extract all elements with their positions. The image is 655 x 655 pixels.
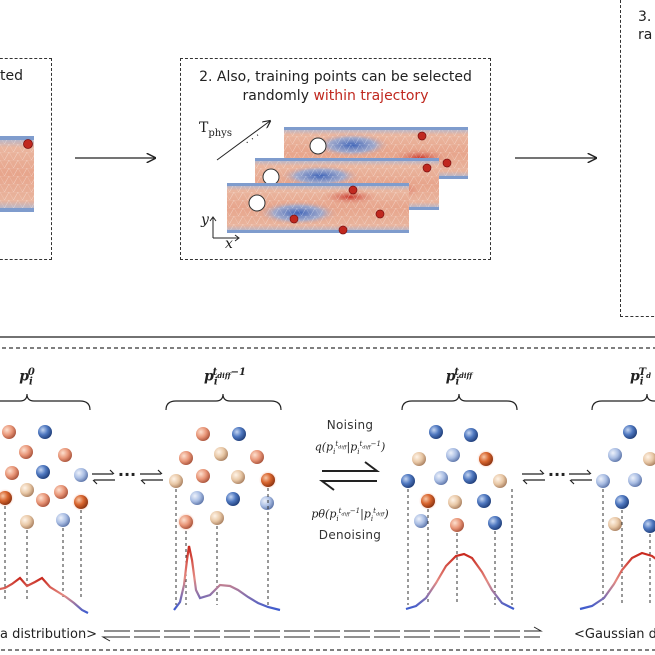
sample-lines <box>4 488 651 605</box>
chain-arrows <box>92 469 592 485</box>
axes-icon <box>209 216 240 242</box>
ball-group-pT <box>596 425 655 533</box>
chain-dots-left: ⋅⋅⋅ <box>117 465 137 484</box>
ball-group-pt <box>401 425 507 532</box>
label-ptminus: pitdiff−1 <box>204 367 246 388</box>
step2-caption-line2: randomly within trajectory <box>180 87 491 106</box>
noising-label: Noising <box>326 418 374 432</box>
step2-caption-plain: randomly <box>242 88 314 104</box>
curve-pT <box>579 551 655 611</box>
curve-p0 <box>0 576 89 614</box>
step1-box <box>0 58 52 260</box>
step1-flow-strip <box>0 136 34 212</box>
step1-caption-tail: ted <box>0 68 23 84</box>
denoising-label: Denoising <box>318 528 382 542</box>
axis-y-label: y <box>201 212 209 228</box>
label-pt: pitdiff <box>445 367 473 388</box>
label-p0: pi0 <box>19 367 35 388</box>
braces <box>0 393 655 411</box>
diffusion-box <box>0 347 655 651</box>
ball-group-p0 <box>0 425 90 529</box>
brace-ptminus <box>165 393 282 411</box>
q-expression: q(pitdiff|pitdiff−1) <box>314 440 386 456</box>
brace-p0 <box>0 393 91 411</box>
chain-dots-right: ⋅⋅⋅ <box>547 465 567 484</box>
bottom-double-arrow <box>101 626 543 642</box>
curve-ptminus <box>173 545 281 612</box>
data-distribution-caption: a distribution> <box>0 627 98 642</box>
step3-box <box>620 0 655 317</box>
ptheta-expression: pθ(pitdiff−1|pitdiff) <box>311 507 389 523</box>
brace-pT <box>591 393 655 411</box>
step2-box <box>180 58 491 260</box>
ball-group-ptminus <box>169 427 277 531</box>
noising-denoising-harpoon <box>319 461 380 491</box>
tphys-label: Tphys <box>199 120 232 139</box>
brace-pt <box>401 393 518 411</box>
trajectory-frame-front <box>227 183 409 235</box>
step2-caption-line1: 2. Also, training points can be selected <box>199 69 472 85</box>
step3-caption-line2: ra <box>638 27 653 43</box>
step2-caption-highlight: within trajectory <box>313 88 429 104</box>
tphys-arrow <box>216 121 270 161</box>
step3-caption-line1: 3. <box>638 9 652 25</box>
label-pT: piTd <box>630 367 651 388</box>
gaussian-distribution-caption: <Gaussian dis <box>574 627 655 642</box>
curve-pt <box>405 552 515 611</box>
axis-x-label: x <box>225 236 233 252</box>
